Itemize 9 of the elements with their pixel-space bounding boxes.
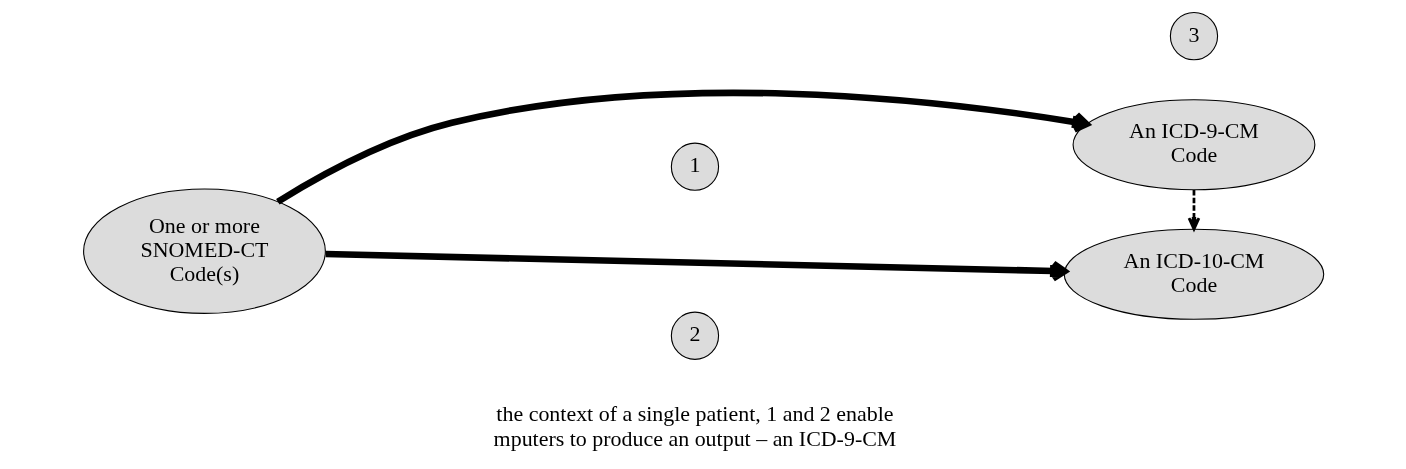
node-circle: 1 <box>670 142 719 191</box>
label: the context of a single patient, 1 and 2 enable mputers to produce an output – an ICD-9-CM <box>493 401 896 451</box>
arrow <box>325 250 1068 282</box>
arrow <box>1187 190 1200 231</box>
arrow <box>275 89 1090 205</box>
node-circle: 3 <box>1169 11 1218 61</box>
node-ellipse: One or more SNOMED-CT Code(s) <box>82 188 326 314</box>
node-circle: 2 <box>670 311 719 360</box>
node-ellipse: An ICD-10-CM Code <box>1063 228 1324 320</box>
